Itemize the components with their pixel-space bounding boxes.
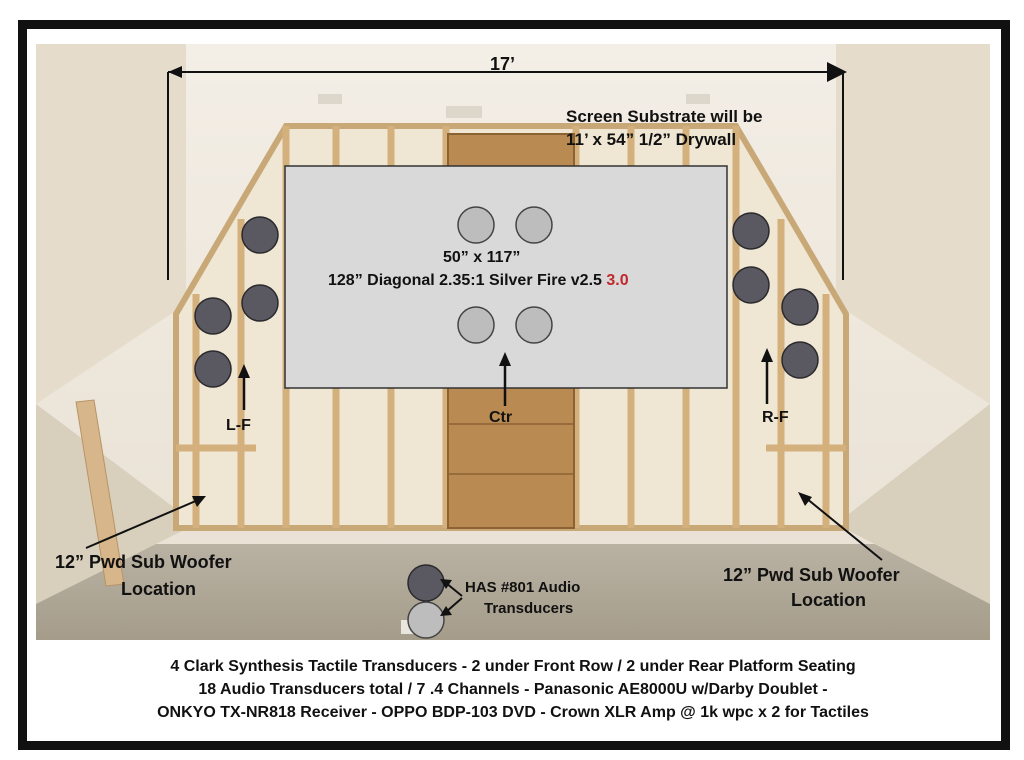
right-speaker-2 xyxy=(732,266,770,304)
has-transducer-bottom xyxy=(407,601,445,639)
right-corner-wall xyxy=(836,404,990,604)
right-speaker-1 xyxy=(732,212,770,250)
screen-description-label: 128” Diagonal 2.35:1 Silver Fire v2.5 3.… xyxy=(328,273,629,289)
caption-line1: 4 Clark Synthesis Tactile Transducers - … xyxy=(170,658,856,675)
room-photo xyxy=(36,44,990,640)
width-arrow-right xyxy=(829,66,843,78)
width-arrow-left xyxy=(168,66,182,78)
center-label: Ctr xyxy=(489,409,513,426)
sub-left-arrow xyxy=(85,499,199,549)
sub-left-label-line1: 12” Pwd Sub Woofer xyxy=(55,552,232,572)
left-speaker-3 xyxy=(194,297,232,335)
sub-right-arrow xyxy=(805,497,883,561)
ceiling-vent xyxy=(318,94,342,104)
loose-board xyxy=(75,399,125,587)
screen-version-label: 3.0 xyxy=(606,272,629,289)
right-speaker-4 xyxy=(781,341,819,379)
right-side-wall xyxy=(836,44,990,404)
has-transducer-top xyxy=(407,564,445,602)
ctr-arrow-head xyxy=(499,352,511,366)
osb-seams xyxy=(448,423,574,475)
has-label-line2: Transducers xyxy=(484,600,574,617)
center-speaker-bottom-left xyxy=(457,306,495,344)
right-front-label: R-F xyxy=(762,409,789,426)
left-speaker-1 xyxy=(241,216,279,254)
left-speaker-4 xyxy=(194,350,232,388)
left-speaker-2 xyxy=(241,284,279,322)
sub-right-arrow-head xyxy=(798,492,812,506)
has-arrow-top xyxy=(445,582,463,597)
center-speaker-top-right xyxy=(515,206,553,244)
width-label: 17’ xyxy=(490,54,516,74)
lf-arrow-head xyxy=(238,364,250,378)
left-front-label: L-F xyxy=(226,417,251,434)
rf-arrow-head xyxy=(761,348,773,362)
sub-right-label-line1: 12” Pwd Sub Woofer xyxy=(723,565,900,585)
caption-line3: ONKYO TX-NR818 Receiver - OPPO BDP-103 D… xyxy=(157,704,869,721)
ceiling-vent-center xyxy=(446,106,482,118)
has-arrow-bottom xyxy=(445,597,463,613)
sub-right-label-line2: Location xyxy=(791,590,866,610)
left-side-wall xyxy=(36,44,186,404)
substrate-label-line2: 11’ x 54” 1/2” Drywall xyxy=(566,130,737,149)
right-speaker-3 xyxy=(781,288,819,326)
floor xyxy=(36,544,990,640)
left-corner-wall xyxy=(36,404,196,604)
caption-line2: 18 Audio Transducers total / 7 .4 Channe… xyxy=(198,681,828,698)
center-speaker-bottom-right xyxy=(515,306,553,344)
ceiling-vent-right xyxy=(686,94,710,104)
sub-left-arrow-head xyxy=(192,496,206,507)
screen-description-text: 128” Diagonal 2.35:1 Silver Fire v2.5 xyxy=(328,272,602,289)
center-speaker-top-left xyxy=(457,206,495,244)
has-arrow-top-head xyxy=(440,579,452,589)
substrate-label-line1: Screen Substrate will be xyxy=(566,107,763,126)
has-label-line1: HAS #801 Audio xyxy=(465,579,581,596)
screen-size-label: 50” x 117” xyxy=(443,249,521,266)
has-arrow-bottom-head xyxy=(440,606,452,616)
sub-left-label-line2: Location xyxy=(121,579,196,599)
